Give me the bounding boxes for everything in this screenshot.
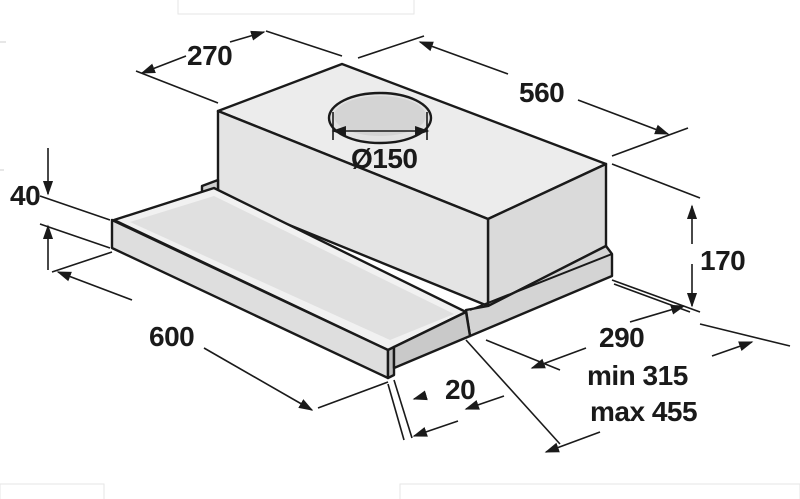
label-depth: 290 bbox=[599, 322, 644, 353]
hood-body bbox=[216, 62, 608, 308]
dimension-lines bbox=[39, 30, 791, 453]
label-body-height: 170 bbox=[700, 245, 745, 276]
label-front-offset: 20 bbox=[445, 374, 475, 405]
label-front-height: 40 bbox=[10, 180, 40, 211]
label-min-depth: min 315 bbox=[587, 360, 688, 391]
label-max-depth: max 455 bbox=[590, 396, 697, 427]
duct-opening bbox=[327, 91, 433, 145]
dim-line-270 bbox=[140, 55, 187, 74]
label-duct-diameter: Ø150 bbox=[351, 143, 418, 174]
label-top-width: 560 bbox=[519, 77, 564, 108]
label-top-depth: 270 bbox=[187, 40, 232, 71]
label-front-width: 600 bbox=[149, 321, 194, 352]
slide-out-panel bbox=[110, 186, 472, 380]
